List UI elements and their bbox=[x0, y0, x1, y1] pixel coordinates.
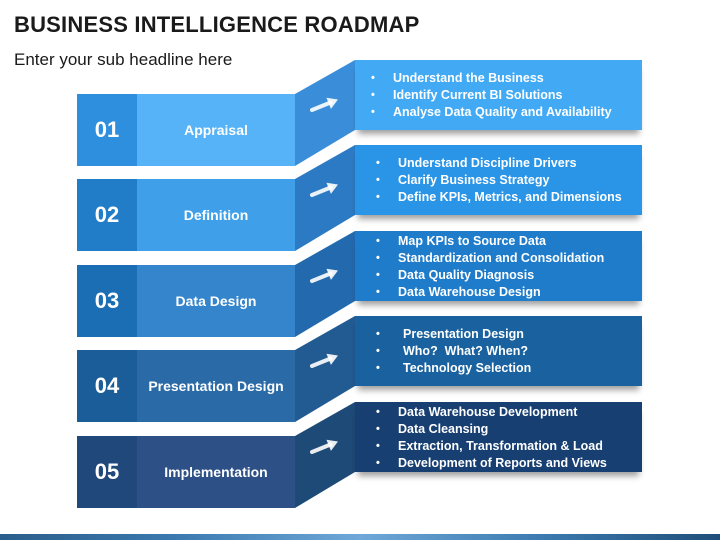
step-connector bbox=[295, 231, 355, 337]
bullet-text: Development of Reports and Views bbox=[398, 456, 607, 470]
bullet-text: Define KPIs, Metrics, and Dimensions bbox=[398, 190, 622, 204]
step-connector bbox=[295, 316, 355, 422]
bullet-item: •Analyse Data Quality and Availability bbox=[371, 105, 612, 119]
bullet-item: •Who? What? When? bbox=[376, 344, 528, 358]
bullet-item: •Understand the Business bbox=[371, 71, 544, 85]
step-label: Presentation Design bbox=[137, 350, 295, 422]
bullet-list: •Map KPIs to Source Data •Standardizatio… bbox=[355, 233, 642, 301]
step-number: 05 bbox=[77, 436, 137, 508]
bullet-text: Data Quality Diagnosis bbox=[398, 268, 535, 282]
bullet-text: Analyse Data Quality and Availability bbox=[393, 105, 612, 119]
bullet-text: Data Warehouse Development bbox=[398, 405, 578, 419]
step-label: Appraisal bbox=[137, 94, 295, 166]
bullet-item: •Standardization and Consolidation bbox=[376, 251, 605, 265]
arrow-icon bbox=[310, 97, 338, 112]
bullet-item: •Technology Selection bbox=[376, 361, 532, 375]
page-subtitle: Enter your sub headline here bbox=[14, 50, 233, 69]
connector-panel bbox=[295, 60, 355, 166]
connector-panel bbox=[295, 402, 355, 508]
arrow-icon bbox=[310, 439, 338, 454]
step-connector bbox=[295, 402, 355, 508]
bullet-text: Clarify Business Strategy bbox=[398, 173, 550, 187]
bullet-text: Technology Selection bbox=[403, 361, 532, 375]
page-title: BUSINESS INTELLIGENCE ROADMAP bbox=[14, 12, 420, 37]
step-connector bbox=[295, 60, 355, 166]
bullet-item: •Define KPIs, Metrics, and Dimensions bbox=[376, 190, 622, 204]
bullet-list: •Presentation Design •Who? What? When? •… bbox=[355, 326, 642, 377]
bullet-item: •Presentation Design bbox=[376, 327, 524, 341]
bullet-text: Identify Current BI Solutions bbox=[393, 88, 563, 102]
bullet-list: •Understand Discipline Drivers •Clarify … bbox=[355, 155, 642, 206]
bullet-item: •Extraction, Transformation & Load bbox=[376, 439, 603, 453]
bullet-item: •Map KPIs to Source Data bbox=[376, 234, 546, 248]
bullet-text: Data Cleansing bbox=[398, 422, 489, 436]
step-label: Definition bbox=[137, 179, 295, 251]
step-details: •Understand the Business •Identify Curre… bbox=[355, 60, 642, 130]
step-details: •Presentation Design •Who? What? When? •… bbox=[355, 316, 642, 386]
bullet-item: •Identify Current BI Solutions bbox=[371, 88, 563, 102]
connector-panel bbox=[295, 145, 355, 251]
step-details: •Understand Discipline Drivers •Clarify … bbox=[355, 145, 642, 215]
bullet-item: •Understand Discipline Drivers bbox=[376, 156, 577, 170]
step-connector bbox=[295, 145, 355, 251]
step-details: •Map KPIs to Source Data •Standardizatio… bbox=[355, 231, 642, 301]
bullet-text: Map KPIs to Source Data bbox=[398, 234, 546, 248]
bullet-item: •Data Quality Diagnosis bbox=[376, 268, 535, 282]
step-number: 02 bbox=[77, 179, 137, 251]
arrow-icon bbox=[310, 268, 338, 283]
bullet-item: •Data Cleansing bbox=[376, 422, 489, 436]
connector-panel bbox=[295, 316, 355, 422]
bullet-list: •Understand the Business •Identify Curre… bbox=[355, 70, 642, 121]
connector-panel bbox=[295, 231, 355, 337]
bullet-text: Extraction, Transformation & Load bbox=[398, 439, 603, 453]
arrow-icon bbox=[310, 353, 338, 368]
bullet-text: Presentation Design bbox=[403, 327, 524, 341]
bullet-item: •Data Warehouse Development bbox=[376, 405, 578, 419]
step-label: Data Design bbox=[137, 265, 295, 337]
bullet-list: •Data Warehouse Development •Data Cleans… bbox=[355, 404, 642, 472]
bullet-text: Understand Discipline Drivers bbox=[398, 156, 577, 170]
arrow-icon bbox=[310, 182, 338, 197]
bullet-item: •Data Warehouse Design bbox=[376, 285, 541, 299]
bullet-item: •Development of Reports and Views bbox=[376, 456, 607, 470]
footer-accent-bar bbox=[0, 534, 720, 540]
step-label: Implementation bbox=[137, 436, 295, 508]
step-number: 01 bbox=[77, 94, 137, 166]
step-details: •Data Warehouse Development •Data Cleans… bbox=[355, 402, 642, 472]
bullet-item: •Clarify Business Strategy bbox=[376, 173, 550, 187]
bullet-text: Data Warehouse Design bbox=[398, 285, 541, 299]
bullet-text: Who? What? When? bbox=[403, 344, 528, 358]
step-number: 03 bbox=[77, 265, 137, 337]
step-number: 04 bbox=[77, 350, 137, 422]
bullet-text: Understand the Business bbox=[393, 71, 544, 85]
bullet-text: Standardization and Consolidation bbox=[398, 251, 605, 265]
